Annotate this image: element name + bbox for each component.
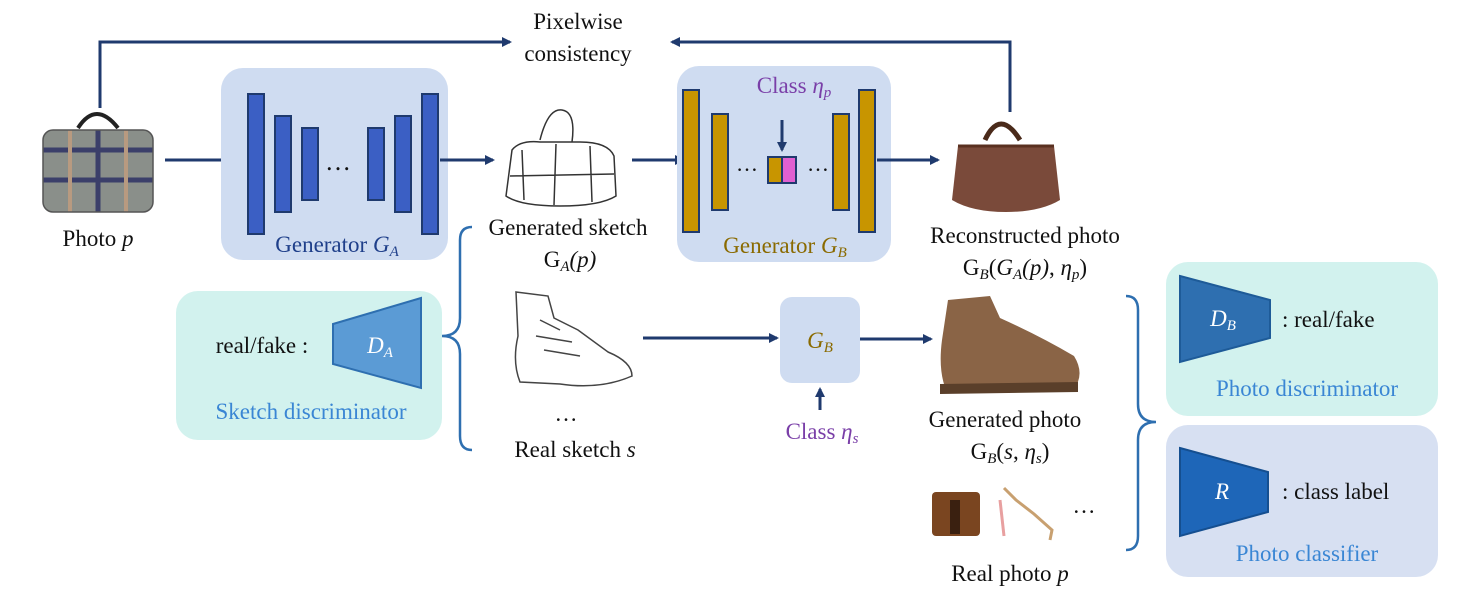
sketch-discriminator-box	[176, 291, 442, 440]
generator-b-label: Generator GB	[723, 233, 847, 261]
generated-photo-label: Generated photo	[928, 407, 1082, 432]
small-bag-photo-icon	[932, 492, 980, 536]
generator-b-ellipsis-right: …	[807, 151, 829, 176]
photo-classifier-title: Photo classifier	[1235, 541, 1379, 566]
real-photo-ellipsis: …	[1072, 493, 1096, 518]
photo-discriminator-box	[1166, 262, 1438, 416]
right-brace	[1125, 294, 1157, 552]
left-brace	[441, 225, 473, 452]
photo-classifier-suffix: : class label	[1282, 479, 1390, 504]
photo-classifier-box	[1166, 425, 1438, 577]
small-generator-b-box	[780, 297, 860, 383]
photo-discriminator-suffix: : real/fake	[1282, 307, 1375, 332]
photo-label: Photo p	[62, 226, 134, 251]
sandal-photo-icon	[998, 486, 1054, 541]
handbag-photo-icon	[42, 112, 154, 213]
sketch-bag-icon	[505, 109, 617, 207]
sketch-discriminator-prefix: real/fake :	[215, 333, 309, 358]
generator-a-ellipsis: …	[325, 147, 351, 176]
shoe-photo-icon	[940, 296, 1080, 394]
class-top-label: Class ηp	[756, 73, 832, 101]
real-sketch-label: Real sketch s	[514, 437, 636, 462]
pixelwise-consistency-arrows	[98, 37, 1012, 112]
generated-sketch-label: Generated sketch	[488, 215, 648, 240]
sketch-shoe-icon	[514, 291, 633, 387]
real-sketch-ellipsis: …	[554, 401, 578, 426]
generator-a	[221, 68, 448, 260]
generated-sketch-expr: GA(p)	[543, 247, 597, 275]
title-line-2: consistency	[524, 41, 632, 66]
class-bottom-label: Class ηs	[785, 419, 859, 447]
generated-photo-expr: GB(s, ηs)	[970, 439, 1050, 467]
generator-a-label: Generator GA	[275, 232, 399, 260]
reconstructed-photo-expr: GB(GA(p), ηp)	[962, 255, 1088, 283]
reconstructed-photo-label: Reconstructed photo	[930, 223, 1120, 248]
photo-discriminator-title: Photo discriminator	[1215, 376, 1399, 401]
r-label: R	[1214, 479, 1230, 504]
d-b-label: DB	[1210, 306, 1236, 334]
reconstructed-bag-icon	[952, 121, 1060, 212]
small-gb-label: GB	[807, 328, 833, 356]
sketch-discriminator-title: Sketch discriminator	[215, 399, 407, 424]
d-a-label: DA	[367, 333, 393, 361]
generator-b-ellipsis-left: …	[736, 151, 758, 176]
generator-b	[677, 66, 891, 262]
real-photo-label: Real photo p	[951, 561, 1069, 586]
title-line-1: Pixelwise	[533, 9, 623, 34]
